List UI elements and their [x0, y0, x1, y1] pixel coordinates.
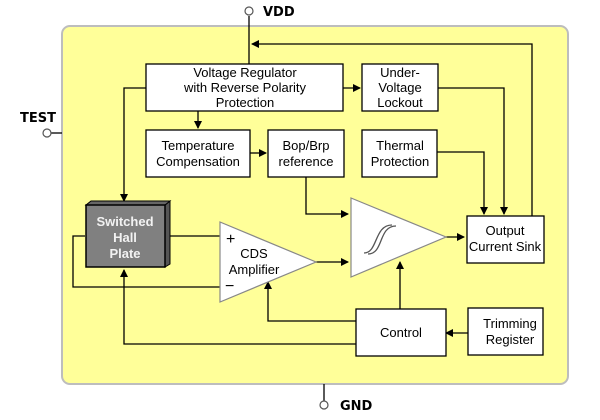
voltage-regulator-label-line3: Protection: [216, 95, 275, 110]
hall-plate-label-line3: Plate: [109, 246, 140, 261]
block-cds-amplifier: + − CDS Amplifier: [219, 221, 318, 303]
voltage-regulator-label-line2: with Reverse Polarity: [183, 80, 307, 95]
voltage-regulator-label-line1: Voltage Regulator: [193, 65, 297, 80]
pin-gnd-terminal-icon: [319, 400, 329, 410]
pin-vdd: VDD: [244, 5, 295, 64]
block-control: Control: [355, 308, 447, 357]
trimming-label-line2: Register: [486, 332, 535, 347]
output-sink-label-line1: Output: [485, 223, 524, 238]
block-switched-hall-plate: Switched Hall Plate: [84, 199, 172, 268]
block-bop-brp-reference: Bop/Brp reference: [267, 129, 345, 178]
hall-plate-label-line1: Switched: [96, 214, 153, 229]
uvlo-label-line2: Voltage: [378, 80, 421, 95]
pin-test: TEST: [20, 111, 62, 138]
bop-brp-label-line2: reference: [279, 154, 334, 169]
block-hysteresis-comparator: [350, 197, 448, 278]
block-temperature-compensation: Temperature Compensation: [145, 129, 251, 178]
hysteresis-icon: [363, 224, 397, 255]
uvlo-label-line3: Lockout: [377, 95, 423, 110]
pin-vdd-label: VDD: [263, 5, 295, 20]
pin-gnd-label: GND: [340, 399, 373, 414]
block-output-current-sink: Output Current Sink: [466, 215, 545, 264]
temp-comp-label-line1: Temperature: [162, 138, 235, 153]
cds-amp-label-line2: Amplifier: [229, 262, 280, 277]
hall-plate-label-line2: Hall: [113, 230, 137, 245]
ic-die: [61, 25, 569, 385]
wires: [72, 40, 533, 345]
trimming-label-line1: Trimming: [483, 316, 537, 331]
cds-amp-label-line1: CDS: [240, 246, 268, 261]
block-voltage-regulator: Voltage Regulator with Reverse Polarity …: [145, 63, 344, 112]
pin-vdd-terminal-icon: [244, 6, 254, 16]
uvlo-label-line1: Under-: [380, 65, 420, 80]
block-trimming-register: Trimming Register: [467, 307, 544, 356]
thermal-label-line1: Thermal: [376, 138, 424, 153]
output-sink-label-line2: Current Sink: [469, 239, 542, 254]
amp-minus-input-label: −: [225, 278, 234, 295]
amp-plus-input-label: +: [226, 231, 235, 248]
pin-gnd: GND: [319, 384, 373, 414]
block-under-voltage-lockout: Under- Voltage Lockout: [361, 63, 439, 112]
control-label: Control: [380, 325, 422, 340]
pin-test-terminal-icon: [42, 128, 52, 138]
bop-brp-label-line1: Bop/Brp: [283, 138, 330, 153]
block-thermal-protection: Thermal Protection: [361, 129, 438, 178]
thermal-label-line2: Protection: [371, 154, 430, 169]
temp-comp-label-line2: Compensation: [156, 154, 240, 169]
pin-test-label: TEST: [20, 111, 56, 126]
